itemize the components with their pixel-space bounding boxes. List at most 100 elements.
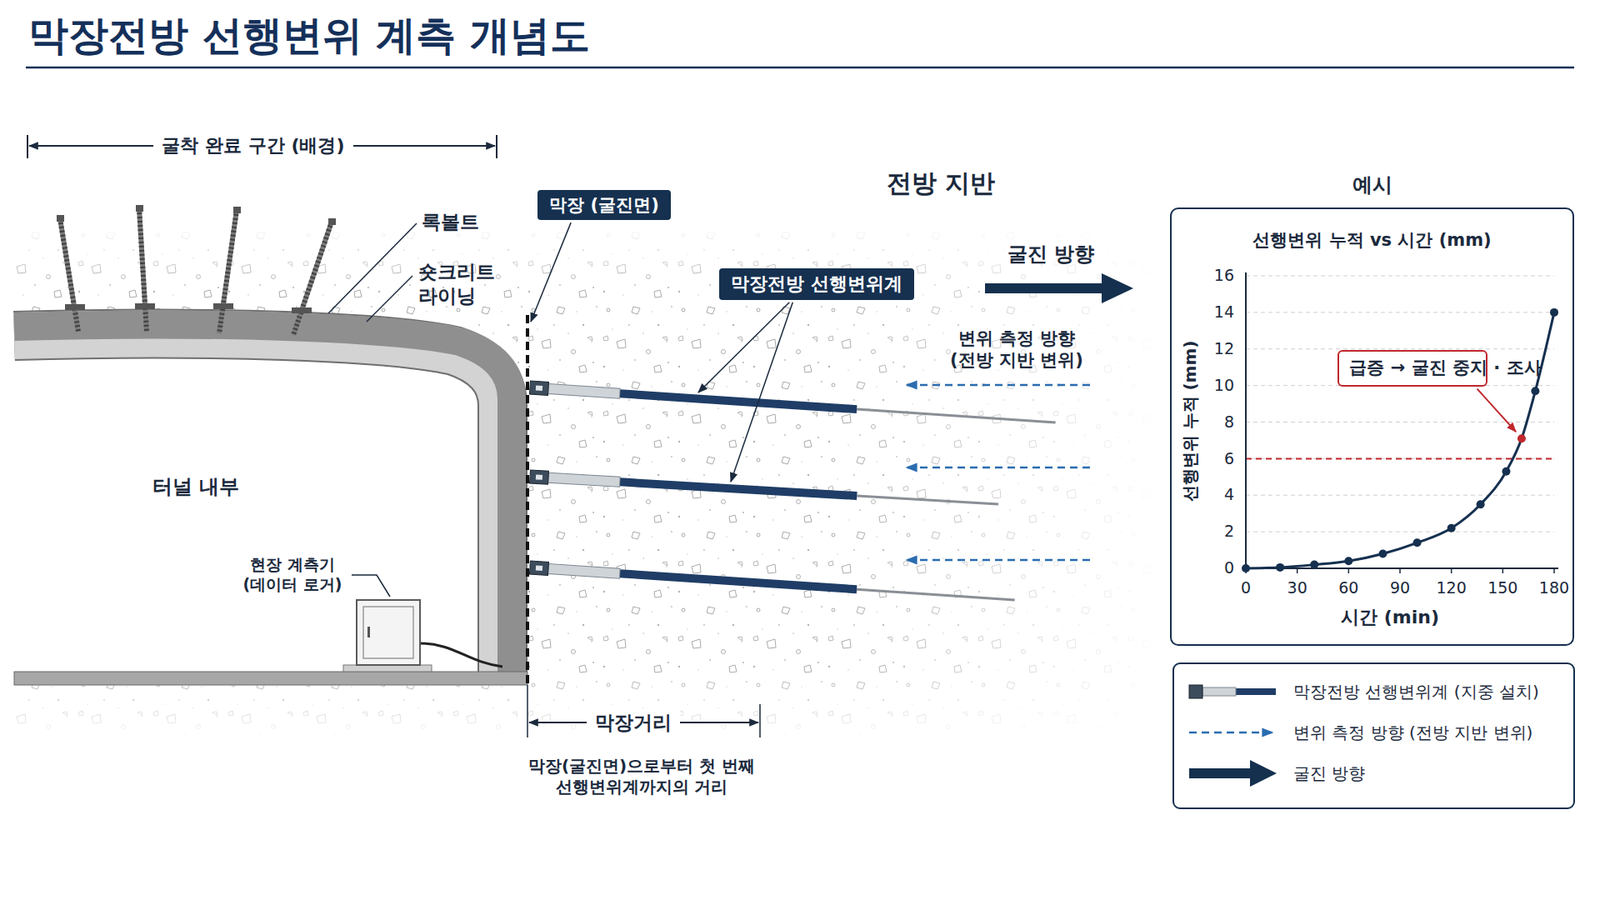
rock-bolts	[56, 205, 336, 335]
data-point	[1517, 434, 1526, 443]
grid-line	[1245, 311, 1555, 313]
label-holder: 변위 측정 방향 (전방 지반 변위)	[945, 327, 1089, 372]
label-holder: 150	[1487, 578, 1518, 599]
leader-line	[530, 222, 571, 322]
bolt-plate	[135, 303, 155, 310]
axis-tick-label: 6	[1224, 449, 1235, 470]
extensometer-tube	[548, 472, 621, 487]
label-holder: 막장(굴진면)으로부터 첫 번째 선행변위계까지의 거리	[520, 755, 764, 798]
label-holder: 숏크리트 라이닝	[418, 260, 515, 309]
data-point	[1344, 556, 1353, 565]
data-point	[1447, 524, 1456, 533]
extensometer-head	[529, 380, 549, 395]
leader-line	[1477, 389, 1516, 432]
tunnel-face-line	[525, 315, 530, 685]
data-point	[1550, 308, 1559, 317]
legend-row: 굴진 방향	[1293, 763, 1365, 785]
extensometer	[529, 560, 1015, 607]
y-axis	[1245, 272, 1247, 569]
legend-row: 변위 측정 방향 (전방 지반 변위)	[1293, 722, 1533, 744]
axis-tick-label: 2	[1224, 521, 1235, 542]
rock-bolt-thread	[60, 218, 79, 332]
chart-title: 선행변위 누적 vs 시간 (mm)	[1171, 229, 1573, 251]
lining-inner-layer	[14, 333, 503, 677]
data-point	[1413, 538, 1422, 547]
legend-sample-tube	[1202, 687, 1236, 696]
axis-tick-label: 8	[1224, 412, 1235, 433]
region-label: 전방 지반	[886, 167, 995, 200]
axis-tick-label: 90	[1390, 578, 1410, 599]
chart	[1241, 272, 1559, 574]
leader-line	[730, 302, 793, 482]
direction-label: 굴진 방향	[1007, 241, 1095, 267]
data-point	[1310, 560, 1319, 570]
dimension-label: 굴착 완료 구간 (배경)	[161, 134, 345, 158]
label-holder: 8	[1224, 412, 1235, 433]
axis-tick-label: 60	[1338, 578, 1359, 599]
extensometer-tube	[548, 383, 621, 399]
legend-sample	[1189, 731, 1273, 735]
data-curve	[1245, 312, 1555, 569]
part-label: 현장 계측기 (데이터 로거)	[238, 555, 346, 595]
legend-sample	[1189, 685, 1276, 699]
direction-note: 변위 측정 방향 (전방 지반 변위)	[945, 327, 1089, 372]
legend-row: 막장전방 선행변위계 (지중 설치)	[1293, 681, 1540, 703]
data-point	[1501, 467, 1510, 476]
shotcrete-lining	[14, 324, 512, 677]
label-holder: 선행변위 누적 (mm)	[1180, 340, 1201, 502]
axis-tick-label: 30	[1287, 578, 1308, 599]
axis-tick-label: 4	[1224, 485, 1235, 505]
rock-bolt	[219, 210, 237, 334]
bolt-head	[328, 218, 336, 225]
label-holder: 록볼트	[421, 210, 480, 235]
leader-line	[351, 575, 390, 597]
dimension-tick	[495, 135, 498, 159]
logger-cable	[420, 643, 503, 667]
label-holder: 4	[1224, 485, 1235, 505]
tunnel-interior	[14, 358, 480, 672]
grid-line	[1245, 495, 1555, 496]
bolt-head	[56, 215, 65, 222]
axis-tick-label: 12	[1214, 339, 1235, 360]
legend-sample-head	[1189, 685, 1203, 699]
axis-tick-label: 14	[1214, 302, 1235, 323]
axis-tick-label: 120	[1436, 578, 1467, 599]
extensometer	[529, 380, 1056, 430]
extensometer-anchor	[619, 569, 857, 594]
logger-door	[363, 606, 414, 659]
label-holder: 전방 지반	[886, 167, 995, 200]
alert-callout: 급증 → 굴진 중지 · 조사	[1337, 350, 1487, 386]
axis-tick	[1296, 568, 1299, 574]
diagram-title: 막장전방 선행변위 계측 개념도	[28, 10, 590, 60]
extensometer	[530, 470, 1000, 511]
extensometer-head-mark	[535, 565, 543, 571]
legend-box	[1173, 663, 1575, 809]
label-holder: 30	[1287, 578, 1308, 599]
axis-tick	[1450, 568, 1453, 574]
ground-texture	[14, 225, 1165, 742]
ground-fade	[14, 225, 1165, 742]
extensometer-tube	[548, 563, 621, 579]
panel-heading: 예시	[1171, 172, 1573, 198]
label-holder: 터널 내부	[152, 474, 240, 500]
bolt-plate	[65, 304, 85, 310]
label-holder: 90	[1390, 578, 1410, 599]
lining-outline	[14, 333, 503, 677]
logger-handle	[367, 626, 370, 638]
extensometer-rod	[856, 589, 1015, 600]
extensometer-head	[529, 560, 549, 575]
legend-text: 막장전방 선행변위계 (지중 설치)	[1293, 681, 1540, 703]
extensometer-head-mark	[535, 385, 543, 391]
extensometer-tag: 막장전방 선행변위계	[719, 268, 915, 300]
displacement-arrow	[906, 384, 1090, 387]
data-point	[1241, 564, 1250, 573]
axis-tick	[1553, 568, 1555, 574]
label-holder: 막장거리	[586, 710, 680, 735]
dimension-tick	[26, 135, 29, 159]
label-holder: 현장 계측기 (데이터 로거)	[238, 555, 346, 595]
axis-title: 시간 (min)	[1340, 605, 1440, 630]
threshold-line	[1245, 457, 1555, 460]
data-point	[1530, 386, 1540, 395]
axis-title: 선행변위 누적 (mm)	[1180, 340, 1201, 502]
